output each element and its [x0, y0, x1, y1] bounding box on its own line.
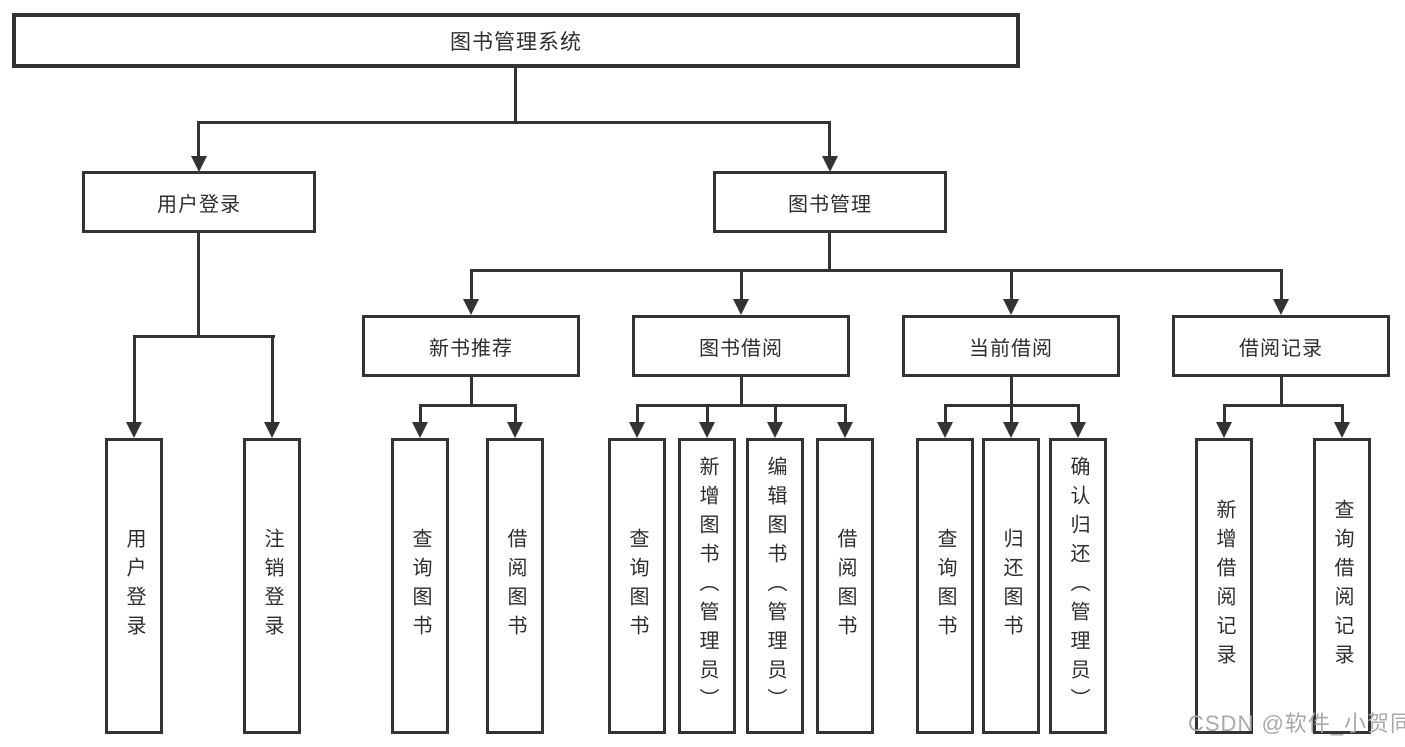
connector-line — [1010, 269, 1013, 299]
leaf-return-book: 归还图书 — [982, 438, 1040, 734]
connector-line — [420, 404, 516, 407]
leaf-query-books-current-label: 查询图书 — [934, 528, 956, 644]
leaf-query-books-recommend-label: 查询图书 — [409, 528, 431, 644]
arrow-down-icon — [822, 156, 838, 172]
connector-line — [636, 404, 639, 423]
connector-line — [1223, 404, 1226, 423]
leaf-add-book-admin: 新增图书（管理员） — [678, 438, 736, 734]
leaf-query-books-borrowing-label: 查询图书 — [626, 528, 648, 644]
leaf-query-borrow-record: 查询借阅记录 — [1313, 438, 1371, 734]
connector-line — [844, 404, 847, 423]
connector-line — [828, 121, 831, 157]
node-borrow-records: 借阅记录 — [1172, 315, 1390, 377]
connector-line — [774, 404, 777, 423]
connector-line — [1010, 377, 1013, 406]
leaf-logout: 注销登录 — [243, 438, 301, 734]
arrow-down-icon — [629, 422, 645, 438]
arrow-down-icon — [1273, 299, 1289, 315]
arrow-down-icon — [1070, 422, 1086, 438]
node-user-login: 用户登录 — [82, 171, 316, 233]
connector-line — [1280, 269, 1283, 299]
arrow-down-icon — [463, 299, 479, 315]
connector-line — [1280, 377, 1283, 406]
arrow-down-icon — [191, 156, 207, 172]
node-new-book-recommend: 新书推荐 — [362, 315, 580, 377]
node-current-borrowing: 当前借阅 — [902, 315, 1120, 377]
arrow-down-icon — [1003, 299, 1019, 315]
arrow-down-icon — [837, 422, 853, 438]
arrow-down-icon — [767, 422, 783, 438]
leaf-add-borrow-record: 新增借阅记录 — [1195, 438, 1253, 734]
leaf-return-book-label: 归还图书 — [1000, 528, 1022, 644]
leaf-logout-label: 注销登录 — [261, 528, 283, 644]
connector-line — [740, 377, 743, 406]
arrow-down-icon — [1334, 422, 1350, 438]
connector-line — [1077, 404, 1080, 423]
arrow-down-icon — [1003, 422, 1019, 438]
arrow-down-icon — [937, 422, 953, 438]
leaf-user-login-label: 用户登录 — [123, 528, 145, 644]
connector-line — [514, 404, 517, 423]
arrow-down-icon — [699, 422, 715, 438]
leaf-borrow-books-recommend: 借阅图书 — [486, 438, 544, 734]
arrow-down-icon — [412, 422, 428, 438]
connector-line — [197, 121, 200, 157]
connector-line — [470, 269, 1282, 272]
leaf-add-book-admin-label: 新增图书（管理员） — [696, 455, 718, 717]
node-book-management-label: 图书管理 — [788, 193, 872, 216]
connector-line — [637, 404, 846, 407]
leaf-borrow-books-borrowing-label: 借阅图书 — [834, 528, 856, 644]
leaf-borrow-books-borrowing: 借阅图书 — [816, 438, 874, 734]
leaf-edit-book-admin-label: 编辑图书（管理员） — [764, 455, 786, 717]
node-book-borrowing: 图书借阅 — [632, 315, 850, 377]
leaf-confirm-return-admin-label: 确认归还（管理员） — [1067, 455, 1089, 717]
connector-line — [134, 335, 275, 338]
leaf-query-books-current: 查询图书 — [916, 438, 974, 734]
connector-line — [198, 121, 831, 124]
watermark: CSDN @软件_小贺同学 — [1188, 711, 1405, 736]
connector-line — [271, 335, 274, 422]
leaf-borrow-books-recommend-label: 借阅图书 — [504, 528, 526, 644]
connector-line — [1010, 404, 1013, 423]
node-current-borrowing-label: 当前借阅 — [969, 337, 1053, 360]
leaf-user-login: 用户登录 — [105, 438, 163, 734]
connector-line — [470, 377, 473, 406]
arrow-down-icon — [733, 299, 749, 315]
connector-line — [944, 404, 947, 423]
connector-line — [706, 404, 709, 423]
connector-line — [197, 233, 200, 337]
node-user-login-label: 用户登录 — [157, 193, 241, 216]
arrow-down-icon — [264, 422, 280, 438]
leaf-add-borrow-record-label: 新增借阅记录 — [1213, 499, 1235, 673]
node-book-borrowing-label: 图书借阅 — [699, 337, 783, 360]
leaf-query-borrow-record-label: 查询借阅记录 — [1331, 499, 1353, 673]
arrow-down-icon — [126, 422, 142, 438]
connector-line — [1224, 404, 1343, 407]
node-new-book-recommend-label: 新书推荐 — [429, 337, 513, 360]
connector-line — [828, 233, 831, 271]
connector-line — [514, 68, 517, 122]
leaf-query-books-borrowing: 查询图书 — [608, 438, 666, 734]
connector-line — [419, 404, 422, 423]
arrow-down-icon — [1216, 422, 1232, 438]
node-root-system: 图书管理系统 — [12, 13, 1020, 68]
node-borrow-records-label: 借阅记录 — [1239, 337, 1323, 360]
leaf-confirm-return-admin: 确认归还（管理员） — [1049, 438, 1107, 734]
leaf-edit-book-admin: 编辑图书（管理员） — [746, 438, 804, 734]
leaf-query-books-recommend: 查询图书 — [391, 438, 449, 734]
connector-line — [740, 269, 743, 299]
node-book-management: 图书管理 — [713, 171, 947, 233]
connector-line — [470, 269, 473, 299]
node-root-label: 图书管理系统 — [450, 30, 582, 54]
arrow-down-icon — [507, 422, 523, 438]
connector-line — [133, 335, 136, 422]
connector-line — [1341, 404, 1344, 423]
